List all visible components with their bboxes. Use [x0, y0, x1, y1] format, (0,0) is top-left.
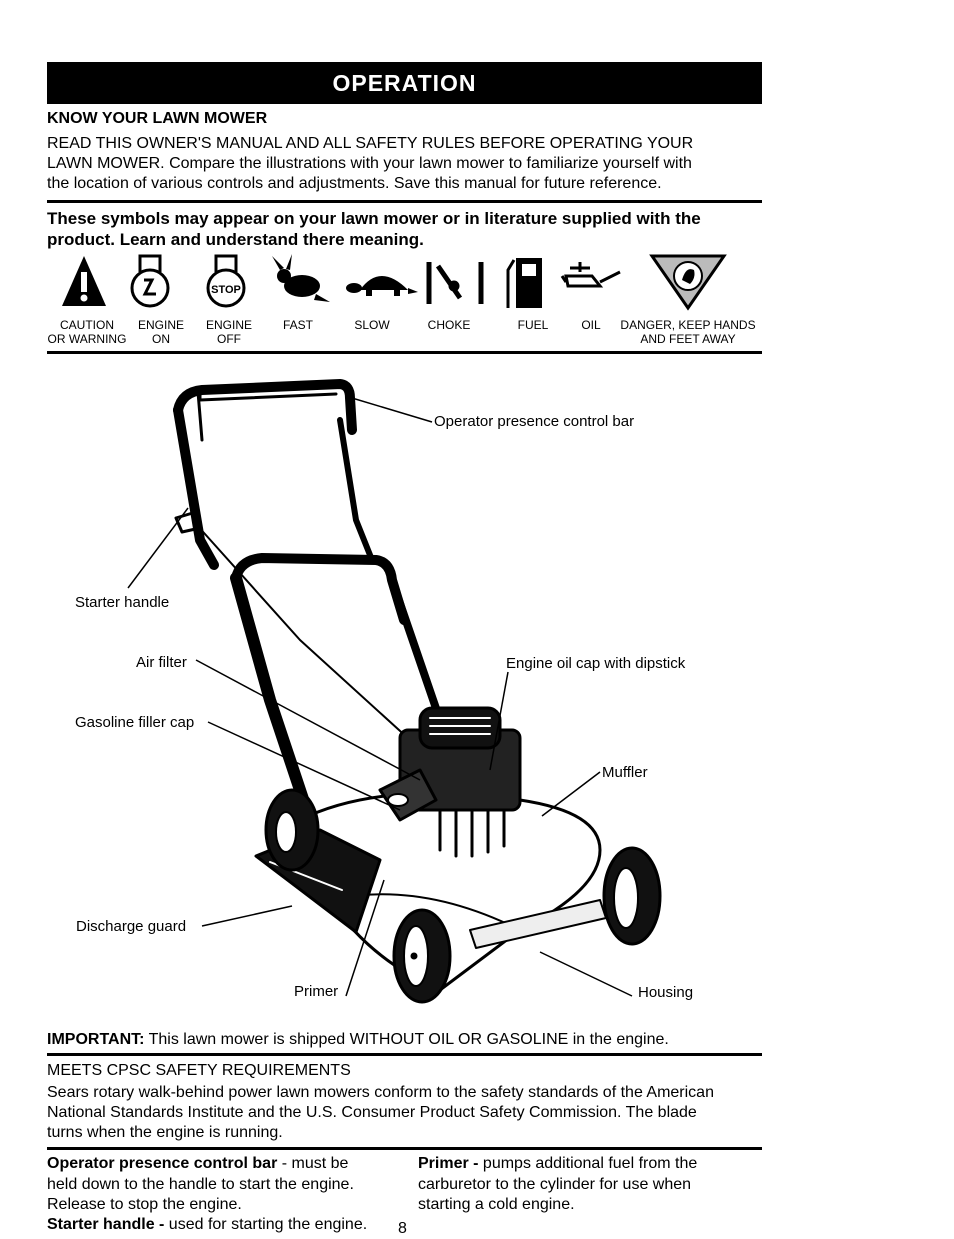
- engine-off-stop-text: STOP: [211, 284, 241, 296]
- divider: [47, 200, 762, 203]
- callout-housing: Housing: [638, 984, 694, 1001]
- know-heading: KNOW YOUR LAWN MOWER: [47, 110, 268, 127]
- callout-primer: Primer: [294, 983, 339, 1000]
- def-primer-2: carburetor to the cylinder for use when: [418, 1176, 692, 1193]
- divider: [47, 1053, 762, 1056]
- cpsc-heading: MEETS CPSC SAFETY REQUIREMENTS: [47, 1062, 351, 1079]
- def-primer-3: starting a cold engine.: [418, 1196, 575, 1213]
- engine-off-icon: STOP: [206, 254, 246, 308]
- cpsc-line-3: turns when the engine is running.: [47, 1124, 283, 1141]
- know-line-3: the location of various controls and adj…: [47, 175, 662, 192]
- cpsc-line-2: National Standards Institute and the U.S…: [47, 1104, 697, 1121]
- callout-starter-handle: Starter handle: [75, 594, 170, 611]
- fuel-pump-icon: [506, 258, 542, 308]
- symbol-label-fuel: FUEL: [517, 318, 549, 332]
- callout-muffler: Muffler: [602, 764, 648, 781]
- symbols-intro-1: These symbols may appear on your lawn mo…: [47, 209, 701, 228]
- symbol-label-slow: SLOW: [354, 318, 390, 332]
- lawn-mower-illustration: [127, 379, 662, 1004]
- section-banner: OPERATION: [47, 62, 762, 104]
- hand-blade-icon: [649, 254, 727, 311]
- important-text: This lawn mower is shipped WITHOUT OIL O…: [144, 1031, 669, 1048]
- callout-oil-cap: Engine oil cap with dipstick: [506, 655, 686, 672]
- def-operator-bar-2: held down to the handle to start the eng…: [47, 1176, 354, 1193]
- callout-gas-cap: Gasoline filler cap: [75, 714, 195, 731]
- def-operator-bar: Operator presence control bar - must be: [47, 1155, 349, 1172]
- page-number: 8: [398, 1220, 407, 1237]
- oil-can-icon: [560, 262, 621, 288]
- def-primer: Primer - pumps additional fuel from the: [418, 1155, 698, 1172]
- divider: [47, 1147, 762, 1150]
- def-starter-handle: Starter handle - used for starting the e…: [47, 1216, 368, 1233]
- warning-triangle-icon: [62, 256, 106, 306]
- cpsc-line-1: Sears rotary walk-behind power lawn mowe…: [47, 1084, 714, 1101]
- important-label: IMPORTANT:: [47, 1031, 145, 1048]
- def-operator-bar-3: Release to stop the engine.: [47, 1196, 242, 1213]
- rabbit-icon: [272, 254, 330, 302]
- callout-air-filter: Air filter: [136, 654, 187, 671]
- symbol-label-fast: FAST: [282, 318, 313, 332]
- important-note: IMPORTANT: This lawn mower is shipped WI…: [47, 1030, 669, 1050]
- turtle-icon: [346, 276, 418, 296]
- symbol-label-oil: OIL: [581, 318, 601, 332]
- know-line-1: READ THIS OWNER'S MANUAL AND ALL SAFETY …: [47, 135, 694, 152]
- callout-discharge-guard: Discharge guard: [76, 918, 187, 935]
- symbol-label-choke: CHOKE: [427, 318, 471, 332]
- callout-operator-bar: Operator presence control bar: [434, 413, 635, 430]
- symbols-row: STOP: [62, 254, 727, 311]
- choke-icon: [426, 262, 484, 304]
- divider: [47, 351, 762, 354]
- symbols-intro-2: product. Learn and understand there mean…: [47, 230, 424, 249]
- know-line-2: LAWN MOWER. Compare the illustrations wi…: [47, 155, 692, 172]
- engine-on-icon: [130, 254, 170, 308]
